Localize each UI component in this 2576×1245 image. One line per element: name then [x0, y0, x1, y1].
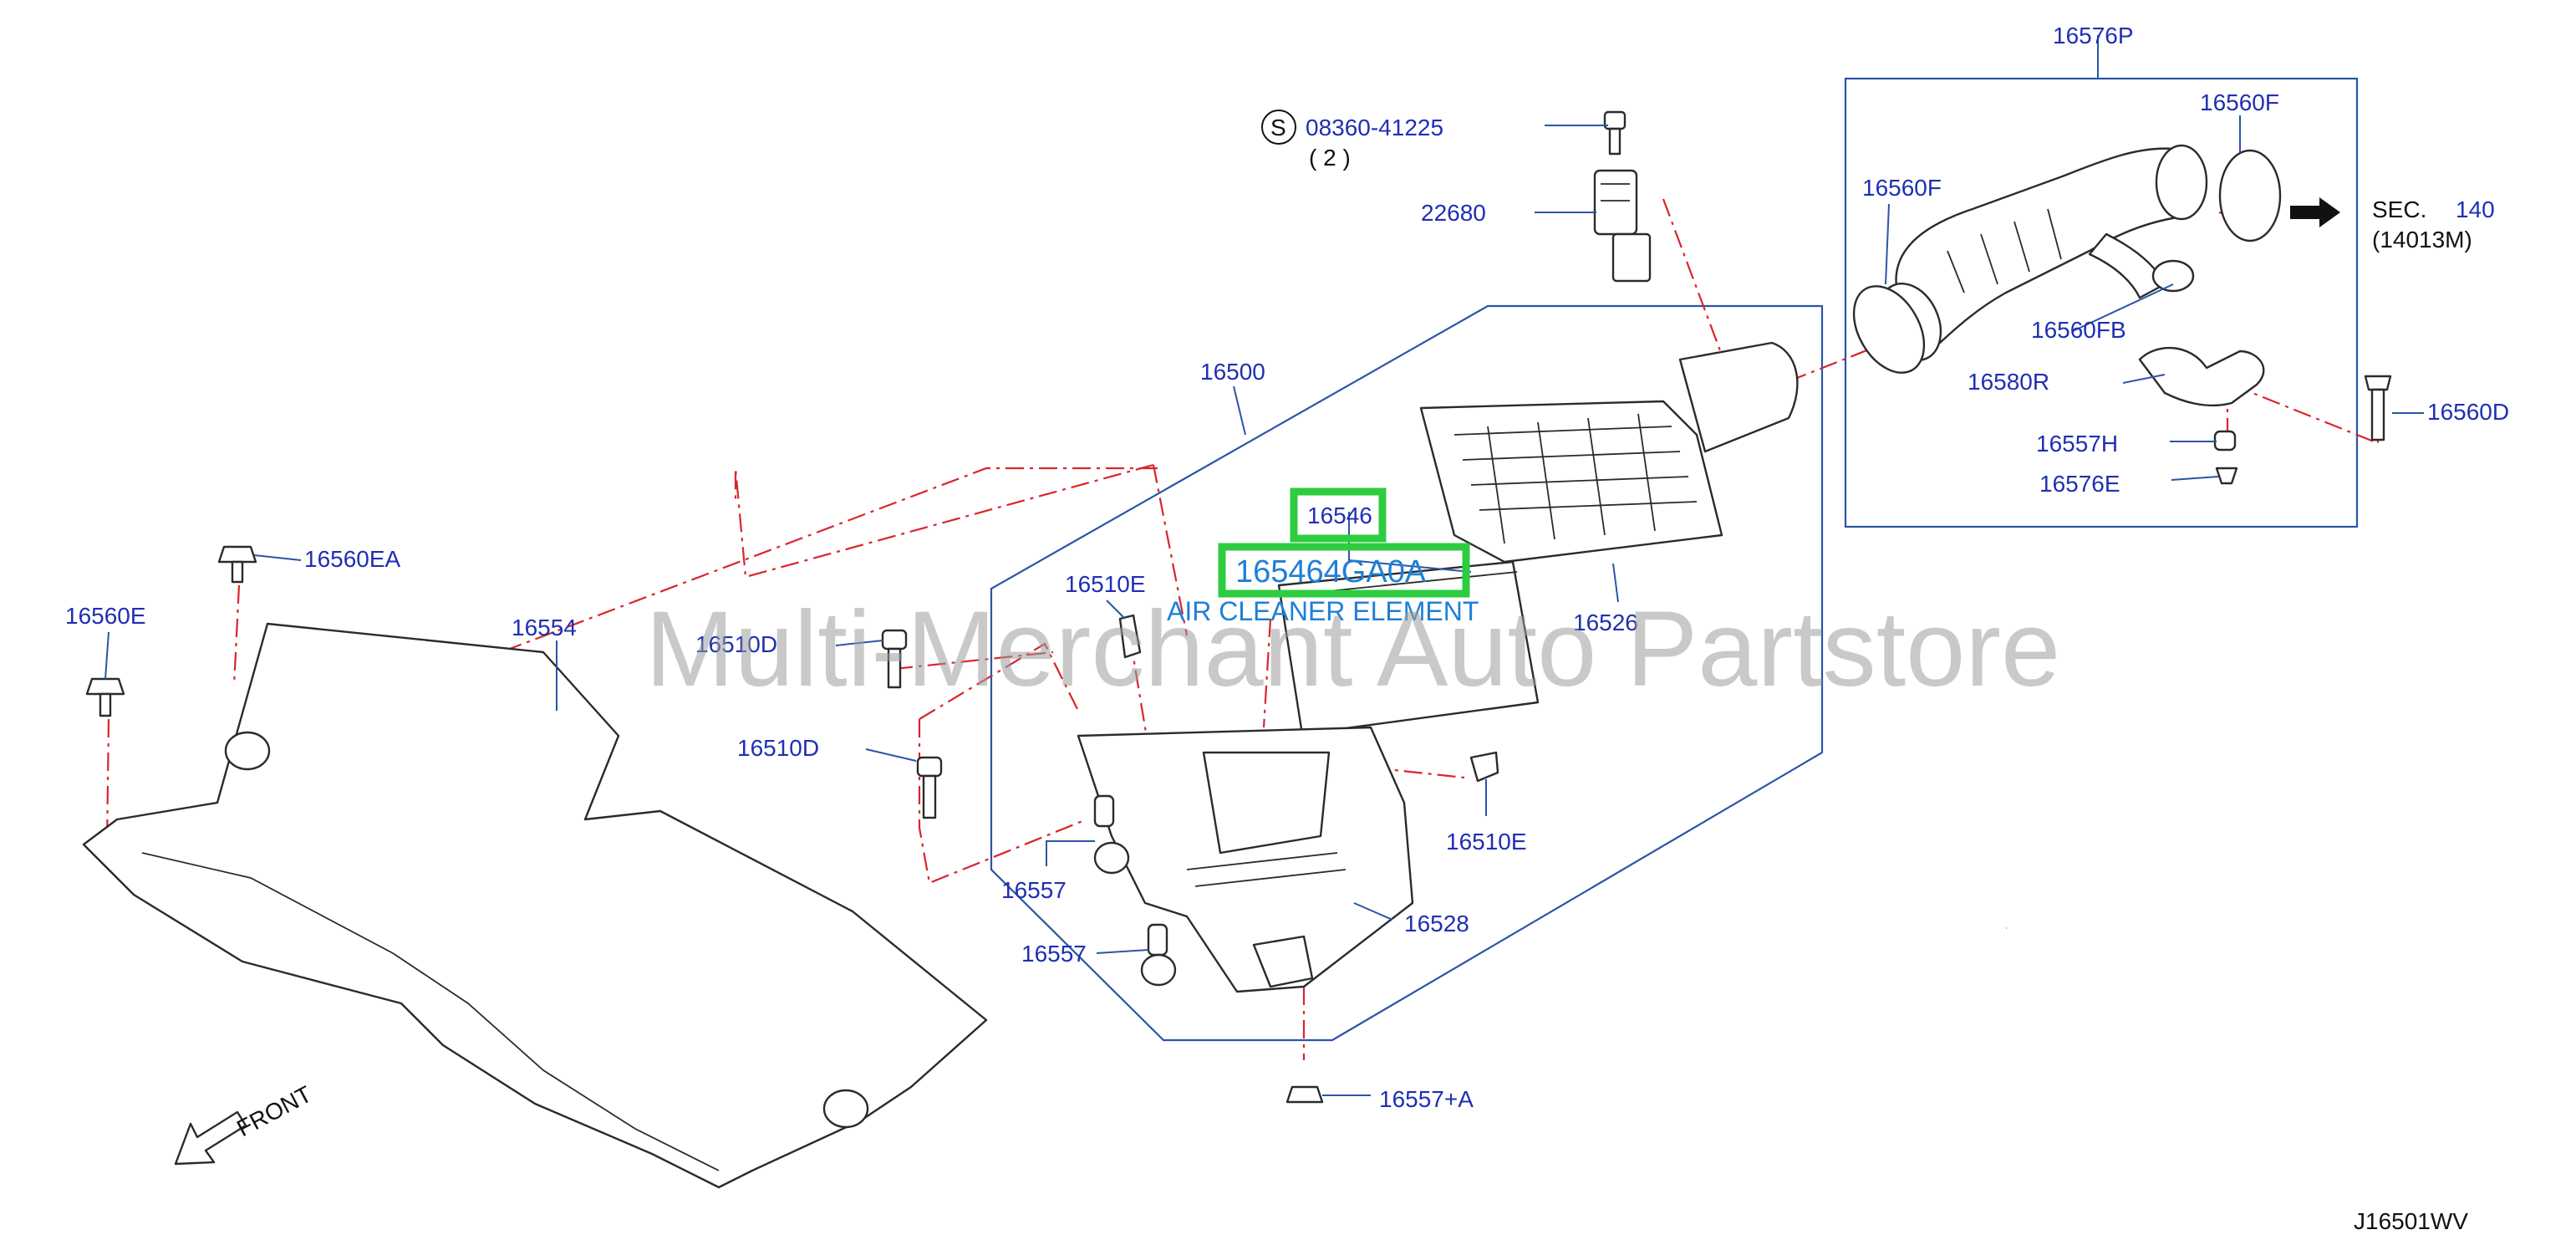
label-16526[interactable]: 16526 — [1573, 610, 1638, 635]
clip-16510E-upper — [1118, 614, 1142, 659]
standard-part-symbol: S — [1270, 115, 1286, 140]
clip-16560E — [85, 677, 125, 717]
label-22680[interactable]: 22680 — [1421, 200, 1486, 226]
highlight-description: AIR CLEANER ELEMENT — [1167, 596, 1479, 626]
section-arrow-icon — [2290, 197, 2340, 227]
label-16510E-lower[interactable]: 16510E — [1446, 829, 1527, 855]
label-16557A[interactable]: 16557+A — [1379, 1086, 1474, 1112]
group-box-16500 — [990, 304, 1824, 1042]
bolt-16510D-lower — [916, 756, 943, 819]
label-08360-41225[interactable]: 08360-41225 — [1306, 115, 1443, 140]
leader-lines — [104, 35, 2424, 1096]
section-number[interactable]: 140 — [2456, 196, 2495, 222]
label-16576E[interactable]: 16576E — [2039, 471, 2120, 497]
screw-08360 — [1603, 110, 1627, 156]
highlight-box-oem-number — [1218, 543, 1470, 598]
grommet-16557H — [2213, 430, 2237, 452]
vent-hose — [2138, 346, 2265, 407]
highlight-part-number[interactable]: 16546 — [1307, 503, 1372, 528]
hose-clamp-small — [2151, 259, 2195, 293]
engine-undercover — [82, 622, 988, 1189]
diagram-code: J16501WV — [2354, 1208, 2468, 1234]
label-16510D-lower[interactable]: 16510D — [737, 735, 819, 761]
section-prefix: SEC. — [2372, 196, 2426, 222]
highlighted-part[interactable]: 16546 165464GA0A AIR CLEANER ELEMENT — [1167, 487, 1479, 626]
label-16560E[interactable]: 16560E — [65, 603, 146, 629]
label-16510D-upper[interactable]: 16510D — [695, 631, 777, 657]
hose-clamp-right — [2218, 149, 2282, 242]
air-filter-element — [1277, 560, 1540, 736]
grommet-16557-upper — [1093, 794, 1130, 875]
label-16560F-left[interactable]: 16560F — [1862, 175, 1942, 201]
highlight-oem-number[interactable]: 165464GA0A — [1235, 554, 1427, 589]
grommet-16557A — [1285, 1085, 1324, 1104]
bolt-16510D-upper — [881, 629, 908, 689]
label-16560F-right[interactable]: 16560F — [2200, 89, 2279, 115]
label-16557-upper[interactable]: 16557 — [1001, 877, 1067, 903]
label-16528[interactable]: 16528 — [1404, 911, 1469, 936]
grommet-16576E — [2215, 467, 2238, 485]
air-cleaner-upper-case — [1419, 341, 1799, 564]
label-16557-lower[interactable]: 16557 — [1021, 941, 1087, 967]
screw-qty: ( 2 ) — [1309, 145, 1351, 171]
clip-16510E-lower — [1469, 751, 1499, 783]
standard-part-symbol-icon — [1261, 110, 1296, 145]
grommet-16557-lower — [1140, 923, 1177, 987]
label-16510E-upper[interactable]: 16510E — [1065, 571, 1146, 597]
screw-ref: S 08360-41225 ( 2 ) — [1261, 110, 1443, 171]
watermark: Multi-Merchant Auto Partstore — [645, 589, 2060, 709]
label-16560D-right[interactable]: 16560D — [2427, 399, 2509, 425]
label-16560EA[interactable]: 16560EA — [304, 546, 401, 572]
highlight-box-part-number — [1290, 487, 1387, 543]
section-sub: (14013M) — [2372, 227, 2472, 253]
label-16580R[interactable]: 16580R — [1968, 369, 2049, 395]
air-duct-hose — [1877, 144, 2208, 362]
label-16554[interactable]: 16554 — [512, 615, 577, 640]
clip-16560EA — [217, 545, 257, 584]
bolt-16560D-right — [2364, 375, 2392, 441]
hose-clamp-left — [1852, 285, 1926, 374]
label-16560FB[interactable]: 16560FB — [2031, 317, 2126, 343]
group-box-16576P — [1844, 77, 2359, 528]
air-cleaner-lower-case — [1077, 726, 1414, 993]
label-16557H[interactable]: 16557H — [2036, 431, 2118, 457]
maf-sensor — [1593, 169, 1652, 283]
label-16500[interactable]: 16500 — [1200, 359, 1265, 385]
front-direction-arrow — [174, 1110, 247, 1166]
front-label: FRONT — [232, 1081, 316, 1142]
label-16576P[interactable]: 16576P — [2053, 23, 2134, 48]
